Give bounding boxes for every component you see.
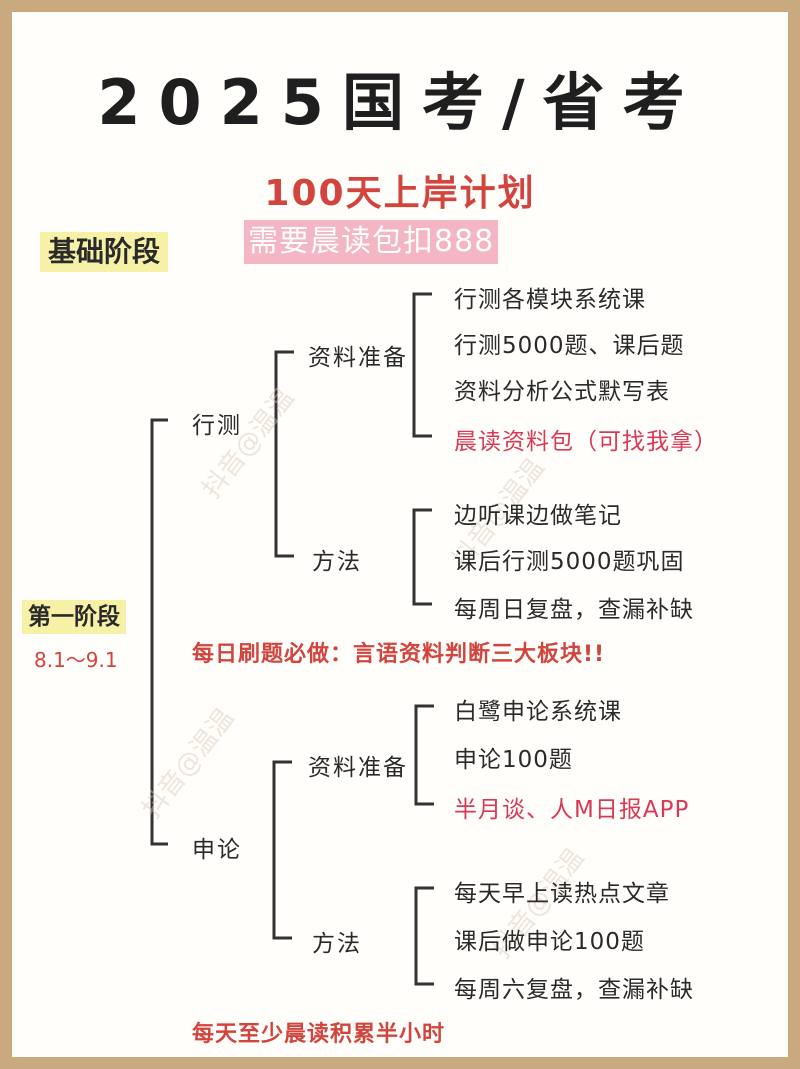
shenlun-ziliao-item-1: 白鹭申论系统课 xyxy=(454,699,622,725)
shenlun-fangfa-node: 方法 xyxy=(312,931,362,957)
stage-label: 基础阶段 xyxy=(40,232,169,272)
branch-xingce: 行测 xyxy=(192,413,242,439)
plan-subtitle: 100天上岸计划 xyxy=(264,173,536,214)
bracket-shenlun-ziliao xyxy=(414,704,434,806)
bracket-root xyxy=(150,418,168,846)
xingce-fangfa-item-3: 每周日复盘，查漏补缺 xyxy=(454,597,694,623)
poster: 抖音@温温 抖音@温温 抖音@温温 抖音@温温 2025国考/省考 100天上岸… xyxy=(12,12,788,1057)
xingce-fangfa-item-1: 边听课边做笔记 xyxy=(454,503,622,529)
page-title: 2025国考/省考 xyxy=(97,66,703,139)
xingce-fangfa-item-2: 课后行测5000题巩固 xyxy=(454,549,685,575)
daily-practice-note: 每日刷题必做：言语资料判断三大板块!! xyxy=(192,642,606,667)
tree-connectors xyxy=(150,292,434,986)
shenlun-fangfa-item-2: 课后做申论100题 xyxy=(454,929,645,955)
xingce-ziliao-item-1: 行测各模块系统课 xyxy=(454,287,646,313)
bracket-shenlun xyxy=(272,760,292,940)
bracket-shenlun-fangfa xyxy=(414,886,434,986)
morning-reading-note: 每天至少晨读积累半小时 xyxy=(192,1022,446,1047)
branch-shenlun: 申论 xyxy=(192,837,242,863)
xingce-ziliao-item-4: 晨读资料包（可找我拿） xyxy=(454,429,718,455)
xingce-ziliao-item-3: 资料分析公式默写表 xyxy=(454,379,670,405)
promo-banner: 需要晨读包扣888 xyxy=(244,220,499,264)
bracket-xingce-fangfa xyxy=(412,508,432,606)
shenlun-ziliao-item-2: 申论100题 xyxy=(454,747,573,773)
shenlun-fangfa-item-3: 每周六复盘，查漏补缺 xyxy=(454,977,694,1003)
shenlun-ziliao-item-3: 半月谈、人M日报APP xyxy=(454,797,690,823)
bracket-xingce-ziliao xyxy=(412,292,432,438)
shenlun-ziliao-node: 资料准备 xyxy=(308,755,408,781)
phase-label: 第一阶段 xyxy=(22,600,126,634)
xingce-fangfa-node: 方法 xyxy=(312,549,362,575)
shenlun-fangfa-item-1: 每天早上读热点文章 xyxy=(454,881,670,907)
phase-dates: 8.1～9.1 xyxy=(34,648,118,672)
xingce-ziliao-node: 资料准备 xyxy=(308,345,408,371)
bracket-xingce xyxy=(274,350,294,558)
xingce-ziliao-item-2: 行测5000题、课后题 xyxy=(454,333,685,359)
